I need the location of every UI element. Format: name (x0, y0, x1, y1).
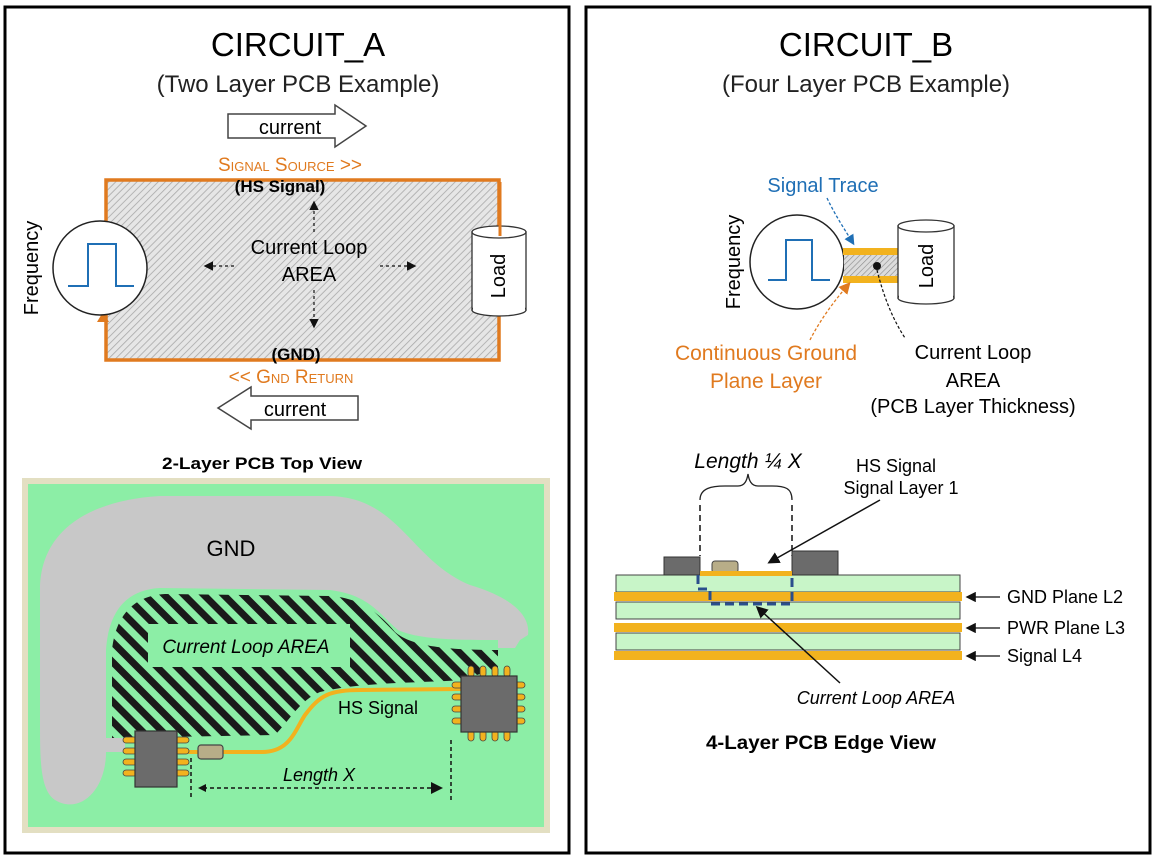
gnd-plane-label: GND Plane L2 (1007, 587, 1123, 607)
loop-arrow-up-head (97, 312, 109, 322)
board-hs-signal-label: HS Signal (338, 698, 418, 718)
signal-l4-label: Signal L4 (1007, 646, 1082, 666)
frequency-source-circle (52, 220, 148, 316)
signal-trace-layer (843, 248, 905, 255)
signal-source-label: Signal Source >> (218, 155, 362, 176)
stack-mid-green-1 (615, 601, 961, 620)
top-view-caption: 2-Layer PCB Top View (162, 454, 363, 473)
ground-label-line2: Plane Layer (710, 370, 822, 393)
length-x-arrowhead-left (198, 784, 206, 792)
board-gnd-label: GND (207, 536, 256, 561)
signal-trace-label: Signal Trace (767, 175, 878, 197)
circuit-b-title: CIRCUIT_B (779, 26, 953, 63)
pulse-waveform (68, 243, 134, 287)
loop-dot (873, 262, 881, 270)
current-arrow-left (216, 385, 359, 431)
loop-area-pointer (876, 269, 906, 339)
loop-label-b-line3: (PCB Layer Thickness) (870, 396, 1075, 418)
length-quarter-label: Length ¼ X (694, 450, 802, 473)
stack-top-green (615, 574, 961, 593)
edge-loop-area-outline (696, 575, 794, 606)
hs-signal-b-line1: HS Signal (856, 456, 936, 476)
gnd-label: (GND) (271, 345, 320, 364)
load-label-b: Load (916, 244, 938, 289)
panel-b-border (584, 5, 1152, 855)
edge-loop-pointer (755, 605, 841, 684)
board-loop-area-label: Current Loop AREA (162, 637, 329, 658)
ic-right (451, 665, 526, 742)
ground-plane-pointer (809, 282, 851, 341)
series-resistor (197, 744, 224, 760)
loop-label-b-line2: AREA (946, 370, 1001, 392)
ground-plane-layer (843, 276, 905, 283)
gnd-return-label: << Gnd Return (229, 367, 354, 388)
current-label-bottom: current (264, 399, 327, 421)
load-label-a: Load (488, 254, 510, 299)
signal-l4 (614, 651, 962, 660)
hs-signal-label: (HS Signal) (235, 177, 326, 196)
loop-label-line1: Current Loop (251, 237, 368, 259)
frequency-label-a: Frequency (21, 221, 43, 316)
hs-signal-b-line2: Signal Layer 1 (843, 478, 958, 498)
circuit-a-subtitle: (Two Layer PCB Example) (157, 71, 440, 98)
pulse-waveform-b (768, 239, 830, 281)
length-brace (699, 473, 793, 501)
board-loop-label-box (148, 624, 350, 667)
component-right (791, 550, 839, 576)
pwr-plane-l3 (614, 623, 962, 632)
component-left (663, 556, 701, 576)
signal-layer-1-trace (700, 571, 792, 576)
stack-mid-green-2 (615, 632, 961, 651)
circuit-b-subtitle: (Four Layer PCB Example) (722, 71, 1010, 98)
signal-trace-pointer (826, 197, 855, 246)
gnd-plane-l2 (614, 592, 962, 601)
circuit-a-title: CIRCUIT_A (211, 26, 385, 63)
board-length-label: Length X (283, 765, 356, 785)
current-arrow-right (227, 103, 368, 149)
pwr-plane-label: PWR Plane L3 (1007, 618, 1125, 638)
hs-signal-pointer (767, 499, 881, 564)
ic-left (122, 730, 190, 788)
ground-label-line1: Continuous Ground (675, 342, 857, 365)
current-label-top: current (259, 117, 322, 139)
load-cylinder-b (897, 219, 955, 305)
loop-label-line2: AREA (282, 264, 337, 286)
load-cylinder-a (471, 225, 527, 317)
frequency-source-circle-b (749, 214, 845, 310)
gnd-pour (40, 496, 529, 805)
frequency-label-b: Frequency (723, 215, 745, 310)
edge-view-caption: 4-Layer PCB Edge View (706, 733, 936, 754)
edge-loop-area-label: Current Loop AREA (797, 688, 955, 708)
loop-label-b-line1: Current Loop (915, 342, 1032, 364)
